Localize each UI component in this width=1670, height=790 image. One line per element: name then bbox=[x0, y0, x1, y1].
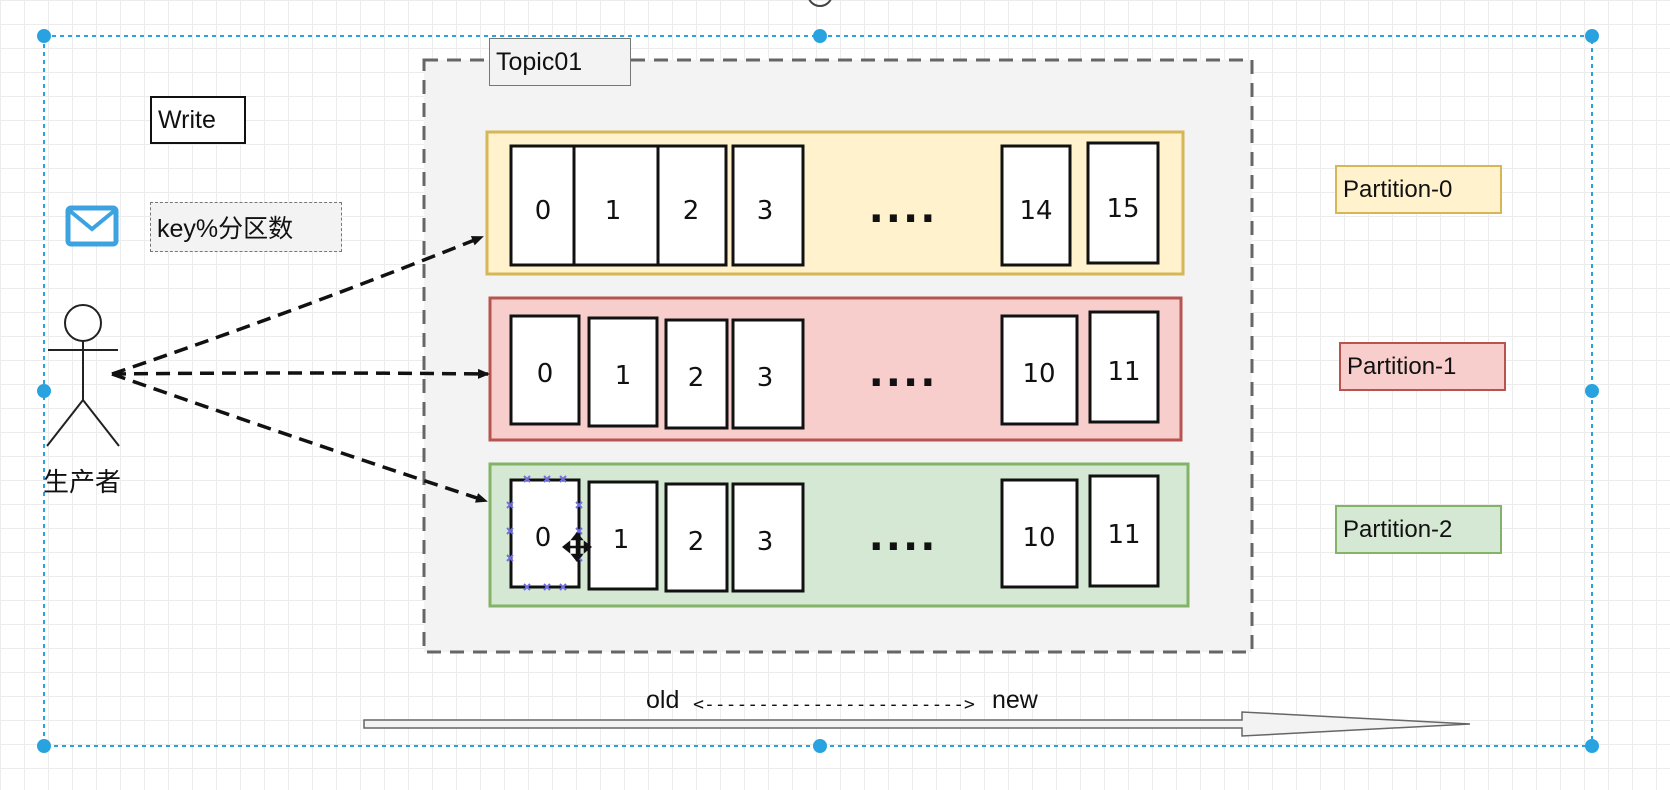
segment-box[interactable] bbox=[1088, 310, 1160, 424]
segment-offset: 10 bbox=[1022, 359, 1055, 389]
partition-1-label[interactable]: Partition-1 bbox=[1339, 342, 1506, 391]
segment-box[interactable] bbox=[731, 144, 805, 267]
partition-0-label[interactable]: Partition-0 bbox=[1335, 165, 1502, 214]
segment-offset: 3 bbox=[757, 196, 774, 226]
segment-offset: 0 bbox=[535, 196, 552, 226]
timeline-new-label[interactable]: new bbox=[992, 686, 1038, 714]
resize-handle[interactable] bbox=[37, 739, 51, 753]
timeline-dashed-arrow: <------------------------> bbox=[693, 694, 975, 715]
segment-offset: 3 bbox=[757, 527, 774, 557]
timeline-old-label[interactable]: old bbox=[646, 686, 680, 714]
segment-box[interactable] bbox=[656, 144, 728, 267]
arrow-to-partition-2[interactable] bbox=[111, 372, 488, 503]
segment-offset: 1 bbox=[613, 525, 630, 555]
segment-offset: 11 bbox=[1107, 357, 1140, 387]
resize-handle[interactable] bbox=[37, 29, 51, 43]
segment-box[interactable] bbox=[509, 314, 581, 426]
segment-offset: 2 bbox=[688, 527, 705, 557]
selection-box[interactable] bbox=[37, 29, 1599, 753]
envelope-icon bbox=[65, 205, 119, 247]
resize-handle[interactable] bbox=[1585, 29, 1599, 43]
segment-box[interactable] bbox=[1000, 144, 1072, 267]
resize-handle[interactable] bbox=[1585, 384, 1599, 398]
partition-2-label[interactable]: Partition-2 bbox=[1335, 505, 1502, 554]
timeline-arrow[interactable]: <------------------------> bbox=[363, 694, 1471, 737]
segment-offset: 14 bbox=[1019, 196, 1052, 226]
segment-box[interactable] bbox=[731, 482, 805, 593]
segment-offset: 0 bbox=[537, 359, 554, 389]
segment-box[interactable] bbox=[1000, 314, 1079, 426]
segment-offset: 10 bbox=[1022, 523, 1055, 553]
segment-box[interactable] bbox=[587, 480, 659, 591]
rotate-handle[interactable] bbox=[808, 0, 832, 7]
segment-offset: 1 bbox=[605, 196, 622, 226]
segment-box[interactable] bbox=[587, 316, 659, 428]
topic-name-label[interactable]: Topic01 bbox=[489, 38, 631, 86]
resize-handle[interactable] bbox=[813, 29, 827, 43]
resize-handle[interactable] bbox=[37, 384, 51, 398]
stick-figure-actor-icon[interactable] bbox=[46, 304, 120, 447]
partition-0-segments: 0 1 2 3 .... 14 15 bbox=[509, 141, 1160, 267]
routing-rule-label[interactable]: key%分区数 bbox=[150, 202, 342, 252]
segment-box-selected[interactable] bbox=[509, 478, 581, 589]
producer-arrows[interactable] bbox=[111, 235, 490, 503]
segment-ellipsis: .... bbox=[869, 186, 938, 232]
segment-box[interactable] bbox=[1088, 474, 1160, 588]
segment-ellipsis: .... bbox=[869, 514, 938, 560]
segment-offset: 2 bbox=[688, 363, 705, 393]
resize-handle[interactable] bbox=[1585, 739, 1599, 753]
segment-offset: 2 bbox=[683, 196, 700, 226]
segment-box[interactable] bbox=[731, 318, 805, 430]
segment-offset: 0 bbox=[535, 523, 552, 553]
move-cursor-icon bbox=[561, 531, 593, 563]
segment-box[interactable] bbox=[664, 318, 729, 430]
segment-offset: 15 bbox=[1106, 194, 1139, 224]
connection-points[interactable] bbox=[506, 475, 583, 591]
arrow-to-partition-0[interactable] bbox=[111, 235, 484, 376]
partition-2-segments: 0 1 2 3 .... 10 11 bbox=[509, 474, 1160, 593]
segment-ellipsis: .... bbox=[869, 350, 938, 396]
segment-offset: 3 bbox=[757, 363, 774, 393]
segment-offset: 11 bbox=[1107, 520, 1140, 550]
write-label[interactable]: Write bbox=[150, 96, 246, 144]
arrow-to-partition-1[interactable] bbox=[111, 368, 490, 379]
segment-box[interactable] bbox=[664, 482, 729, 593]
segment-box[interactable] bbox=[1086, 141, 1160, 265]
producer-label[interactable]: 生产者 bbox=[42, 467, 121, 497]
partition-1-segments: 0 1 2 3 .... 10 11 bbox=[509, 310, 1160, 430]
resize-handle[interactable] bbox=[813, 739, 827, 753]
segment-offset: 1 bbox=[615, 361, 632, 391]
segment-box[interactable] bbox=[1000, 478, 1079, 589]
